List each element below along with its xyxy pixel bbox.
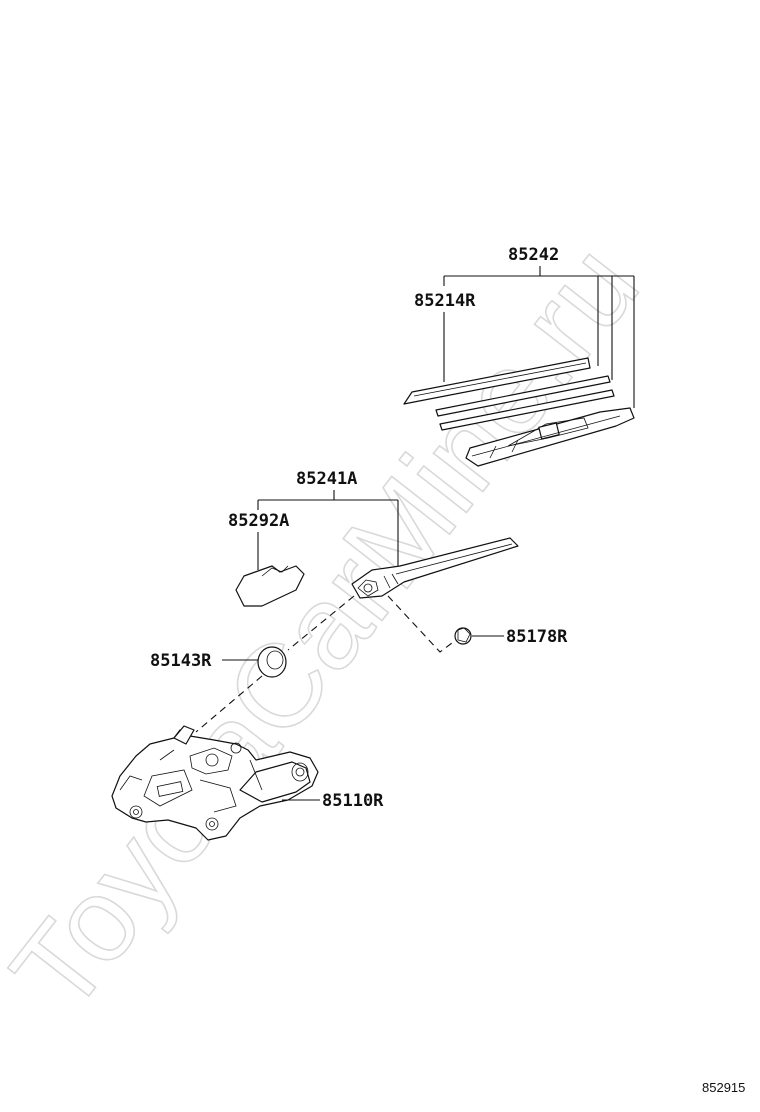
dash-cover-lower xyxy=(195,675,263,733)
pivot-nut-group xyxy=(387,595,504,653)
label-85214r: 85214R xyxy=(414,291,476,311)
label-85242: 85242 xyxy=(508,245,559,265)
blade-rubber-shape xyxy=(403,357,591,405)
motor-assembly-group xyxy=(111,725,320,841)
label-85292a: 85292A xyxy=(228,511,289,531)
pivot-cover-group xyxy=(195,595,355,733)
arm-cap-shape xyxy=(235,565,305,607)
blade-assembly-group xyxy=(403,266,635,467)
blade-strip-upper xyxy=(435,375,611,417)
dash-cover-upper xyxy=(287,595,355,651)
pivot-cover-shape xyxy=(257,646,287,678)
label-85178r: 85178R xyxy=(506,627,568,647)
figure-reference: 852915 xyxy=(702,1080,745,1095)
label-85143r: 85143R xyxy=(150,651,212,671)
label-85110r: 85110R xyxy=(322,791,384,811)
dash-nut xyxy=(387,595,457,653)
label-85241a: 85241A xyxy=(296,469,357,489)
blade-strip-lower xyxy=(439,389,615,431)
arm-assembly-group xyxy=(235,490,519,607)
